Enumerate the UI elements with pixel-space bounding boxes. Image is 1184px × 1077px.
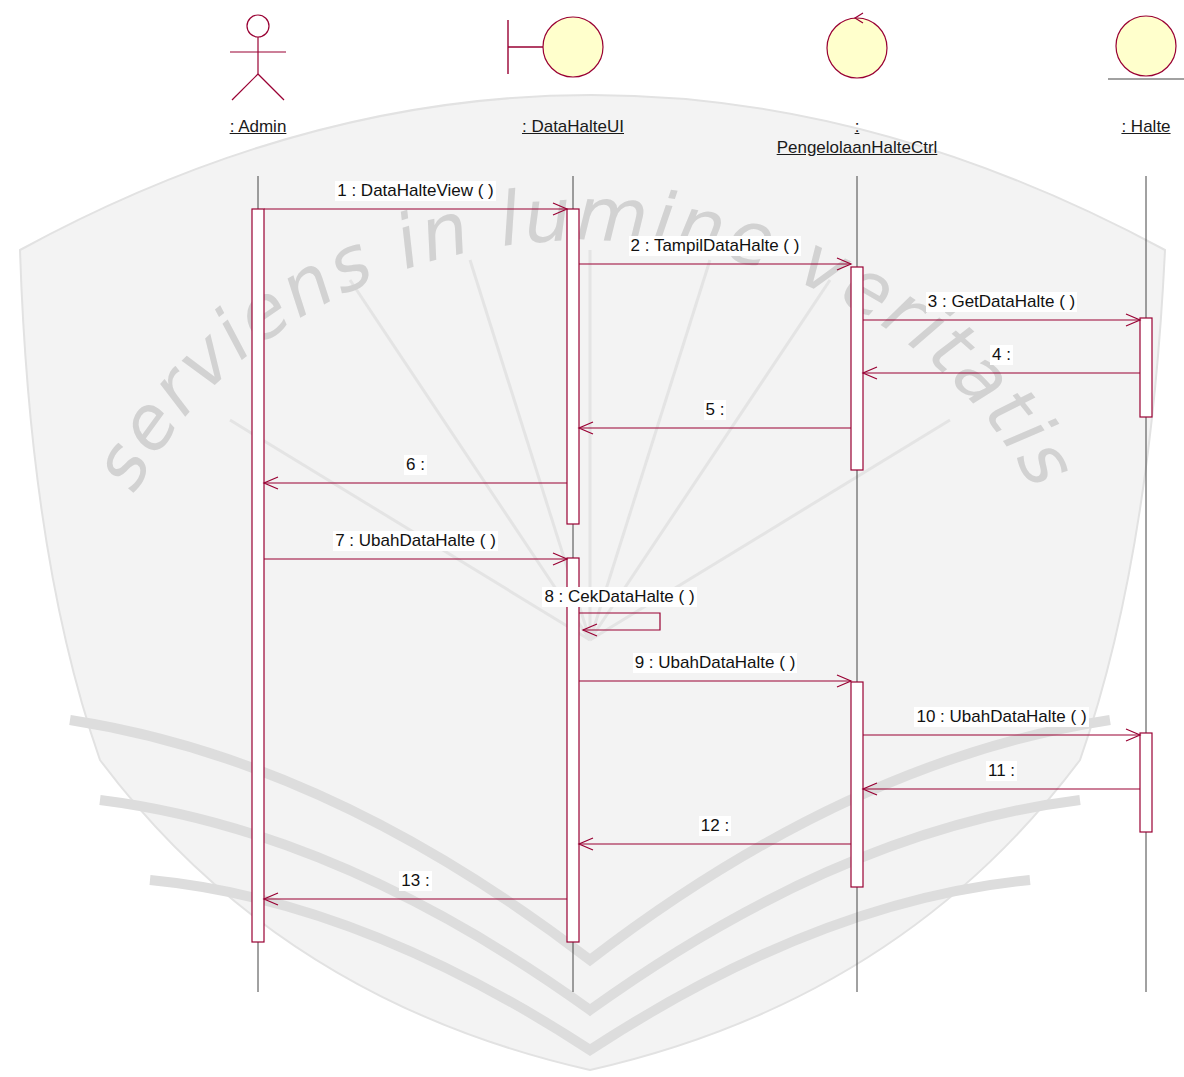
message-line — [579, 427, 851, 428]
arrow-head — [863, 367, 877, 379]
arrow-head — [579, 838, 593, 850]
control-symbol — [777, 12, 937, 112]
message-arrow — [579, 613, 660, 636]
message-arrow — [264, 893, 567, 905]
message-label: 10 : UbahDataHalte ( ) — [914, 707, 1088, 727]
arrow-head — [837, 675, 851, 687]
logo-book — [70, 720, 1110, 1050]
message-line — [863, 372, 1140, 373]
message-arrow — [863, 367, 1140, 379]
arrow-head — [583, 624, 597, 636]
message-line — [579, 843, 851, 844]
message-line — [264, 208, 567, 209]
message-arrow — [264, 477, 567, 489]
message-line — [579, 613, 660, 630]
object-name: : PengelolaanHalteCtrl — [777, 116, 938, 158]
arrow-head — [1126, 729, 1140, 741]
lifeline-head: : DataHalteUI — [517, 12, 630, 137]
watermark-text: serviens in lumine veritatis — [74, 170, 1095, 503]
message-line — [863, 734, 1140, 735]
message-line — [863, 788, 1140, 789]
message-label: 4 : — [990, 345, 1013, 365]
message-label: 8 : CekDataHalte ( ) — [542, 587, 696, 607]
lifelines — [258, 176, 1146, 992]
arrow-head — [264, 477, 278, 489]
message-arrow — [579, 675, 851, 687]
object-name: : Halte — [1116, 116, 1176, 137]
message-arrow — [863, 783, 1140, 795]
message-arrow — [863, 729, 1140, 741]
message-label: 11 : — [986, 761, 1017, 781]
lifeline-head: : Admin — [225, 12, 292, 137]
message-label: 2 : TampilDataHalte ( ) — [629, 236, 802, 256]
message-arrow — [579, 422, 851, 434]
arrow-head — [863, 783, 877, 795]
message-label: 1 : DataHalteView ( ) — [335, 181, 496, 201]
arrow-head — [553, 203, 567, 215]
actor-symbol — [178, 12, 338, 112]
object-name: : Admin — [225, 116, 292, 137]
message-arrow — [264, 203, 567, 215]
arrow-head — [1126, 314, 1140, 326]
boundary-symbol — [493, 12, 653, 112]
message-line — [264, 558, 567, 559]
message-arrow — [579, 258, 851, 270]
message-line — [579, 263, 851, 264]
object-name: : DataHalteUI — [517, 116, 630, 137]
arrow-head — [553, 553, 567, 565]
lifeline-head: : Halte — [1116, 12, 1176, 137]
message-label: 6 : — [404, 455, 427, 475]
activation-bars — [252, 209, 1152, 942]
message-label: 12 : — [699, 816, 731, 836]
entity-symbol — [1066, 12, 1184, 112]
lifeline-head: : PengelolaanHalteCtrl — [772, 12, 943, 158]
message-label: 9 : UbahDataHalte ( ) — [633, 653, 798, 673]
message-label: 7 : UbahDataHalte ( ) — [333, 531, 498, 551]
message-arrow — [579, 838, 851, 850]
message-label: 3 : GetDataHalte ( ) — [926, 292, 1077, 312]
message-line — [264, 898, 567, 899]
message-line — [264, 482, 567, 483]
arrow-head — [264, 893, 278, 905]
message-label: 13 : — [399, 871, 431, 891]
arrow-head — [579, 422, 593, 434]
message-arrow — [863, 314, 1140, 326]
message-label: 5 : — [704, 400, 727, 420]
message-line — [863, 319, 1140, 320]
watermark-text-line: serviens in lumine veritatis — [74, 170, 1095, 503]
message-arrow — [264, 553, 567, 565]
logo-shield — [20, 95, 1165, 1070]
message-line — [579, 680, 851, 681]
arrow-head — [837, 258, 851, 270]
